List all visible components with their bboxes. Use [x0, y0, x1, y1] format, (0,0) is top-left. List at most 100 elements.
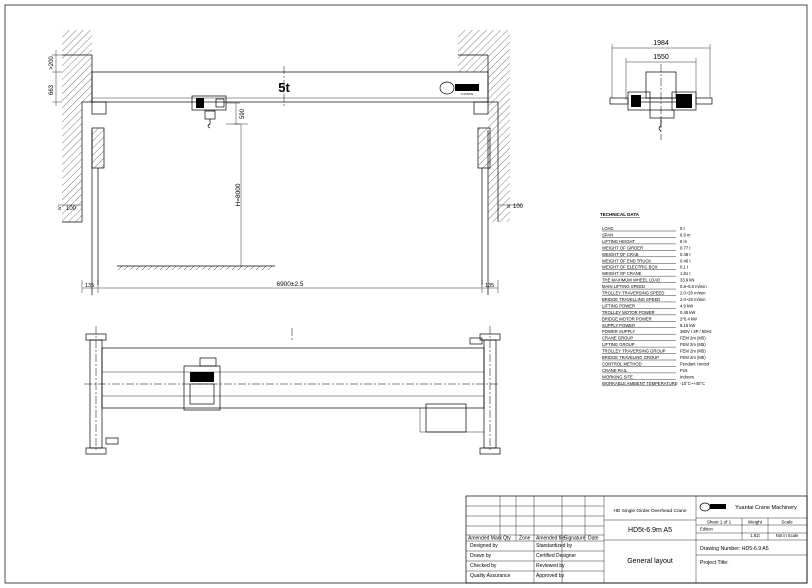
role-checked: Checked by [470, 563, 497, 569]
dim-height-663: 663 [49, 84, 55, 95]
dim-side-overall: 1984 [653, 40, 669, 47]
tech-row-label: THE MAXIMUM WHEEL LOAD [602, 278, 660, 283]
dim-side-wheelbase: 1550 [653, 54, 669, 61]
tech-row-value: 0.46 t [680, 258, 691, 263]
tech-row-value: 380V / 3P / 50Hz [680, 329, 712, 334]
product-name: HD Single Girder Overhead Crane [613, 508, 686, 514]
tech-data-table: TECHNICAL DATA LOAD 5 t SPAN 6.9 m LIFTING H… [600, 212, 712, 386]
role-designed: Designed by [470, 543, 498, 549]
tech-row-value: 2.0~20 m/min [680, 291, 706, 296]
role-qa: Quality Assurance [470, 573, 511, 579]
tech-row-label: TROLLEY MOTOR POWER [602, 310, 655, 315]
tech-row-value: FEM 2m (M5) [680, 336, 706, 341]
hoist-trolley [191, 95, 227, 129]
tech-row-value: 6.9 m [680, 232, 691, 237]
svg-text:≥: ≥ [58, 206, 62, 212]
tech-row-label: WEIGHT OF END TRUCK [602, 258, 651, 263]
tech-row-value: 2*0.4 kW [680, 316, 697, 321]
rev-h-sign: Signature [564, 536, 586, 542]
tech-row-label: LIFTING HEIGHT [602, 239, 635, 244]
tech-row-label: LOAD [602, 226, 613, 231]
tech-row-label: BRIDGE TRAVELLING SPEED [602, 297, 660, 302]
dim-top-clearance: >200 [49, 56, 55, 70]
right-wall-hatch [458, 30, 510, 72]
tech-row-label: CONTROL METHOD [602, 361, 642, 366]
drawing-title: General layout [627, 558, 673, 565]
project-title: Project Title: [700, 560, 729, 566]
rev-h-date: Date [588, 536, 599, 542]
dim-right-135: 135 [485, 283, 494, 289]
tech-row-value: 6.15 kW [680, 323, 695, 328]
tech-row-label: SPAN [602, 232, 613, 237]
tech-row-value: 0.1 t [680, 265, 689, 270]
tech-row-value: FEM 2m (M5) [680, 342, 706, 347]
tech-row-value: 2.0~20 m/min [680, 297, 706, 302]
dim-span: 6900±2.5 [276, 281, 303, 288]
dim-right-gap: 100 [513, 204, 524, 210]
tech-row-label: WEIGHT OF GIRDER [602, 245, 643, 250]
tech-row-value: 33.9 kN [680, 278, 694, 283]
role-approved: Approved by [536, 573, 565, 579]
role-certified: Certified Designer [536, 553, 576, 559]
main-girder [91, 71, 489, 103]
tech-row-value: 0.48 t [680, 252, 691, 257]
tech-row-value: 5 t [680, 226, 685, 231]
tech-row-label: TROLLEY TRAVERSING SPEED [602, 291, 664, 296]
tech-row-value: 8 m [680, 239, 687, 244]
yuantai-title-logo-icon [699, 502, 726, 512]
svg-text:≥: ≥ [507, 204, 511, 210]
tech-row-value: 0.45 kW [680, 310, 695, 315]
rev-h-mark: Amended Mark [468, 536, 502, 542]
company-name: Yuantai Crane Machinery [735, 505, 797, 511]
role-drawn: Drawn by [470, 553, 492, 559]
rev-h-qty: Qty [503, 536, 511, 542]
tech-row-value: FEM 2m (M5) [680, 355, 706, 360]
scale-value: Not in Scale [776, 533, 799, 538]
tech-row-value: -10°C~+40°C [680, 381, 705, 386]
tech-row-label: WORKING SITE [602, 374, 633, 379]
plan-girder [101, 347, 485, 409]
product-model: HD5t-6.9m A5 [628, 527, 672, 534]
tech-row-label: MAIN LIFTING SPEED [602, 284, 645, 289]
tech-row-value: 4.9 kW [680, 303, 693, 308]
left-wall-hatch [62, 30, 92, 72]
tech-row-value: 0.77 t [680, 245, 691, 250]
tech-row-label: WEIGHT OF CRANE [602, 271, 642, 276]
tech-row-label: LIFTING POWER [602, 303, 635, 308]
tech-row-label: BRIDGE MOTOR POWER [602, 316, 652, 321]
tech-row-value: Pendant control [680, 361, 709, 366]
right-end-carriage [473, 101, 489, 115]
edition-label: Edition [700, 527, 713, 532]
scale-label: Scale [781, 520, 793, 525]
side-view: 1984 1550 [609, 40, 713, 140]
role-reviewed: Reviewed by [536, 563, 565, 569]
capacity-label: 5t [278, 80, 290, 95]
tech-row-label: CRANE RAIL [602, 368, 628, 373]
left-end-carriage [91, 101, 107, 115]
tech-row-value: 0.8~5.0 m/min [680, 284, 707, 289]
yuantai-logo-icon: YUANTAI [439, 81, 479, 96]
tech-row-label: WEIGHT OF ELECTRIC BOX [602, 265, 658, 270]
tech-row-label: TROLLEY TRAVERSING GROUP [602, 349, 666, 354]
tech-row-value: FEM 2m (M5) [680, 349, 706, 354]
plan-view [84, 326, 501, 455]
role-standardized: Standardized by [536, 543, 573, 549]
front-view: 5t YUANTAI 590 H=8000 [49, 30, 524, 295]
sheet-count: Sheet 1 of 1 [707, 520, 732, 525]
tech-row-label: POWER SUPPLY [602, 329, 635, 334]
tech-row-label: BRIDGE TRAVELING GROUP [602, 355, 659, 360]
tech-row-label: WORKABLE AMBIENT TEMPERATURE [602, 381, 678, 386]
tech-row-value: 1.81 t [680, 271, 691, 276]
rev-h-file: Amended file [536, 536, 565, 542]
dim-lift-height: H=8000 [235, 183, 242, 206]
tech-row-value: P15 [680, 368, 688, 373]
tech-row-label: SUPPLY POWER [602, 323, 635, 328]
svg-text:YUANTAI: YUANTAI [461, 92, 474, 96]
weight-value: 1.81t [750, 533, 760, 538]
drawing-number: Drawing Number: HD5-6.9 A5 [700, 546, 769, 552]
sheet-border [4, 4, 808, 584]
dim-left-135: 135 [85, 283, 94, 289]
weight-label: Weight [748, 520, 763, 525]
tech-data-title: TECHNICAL DATA [600, 212, 640, 217]
